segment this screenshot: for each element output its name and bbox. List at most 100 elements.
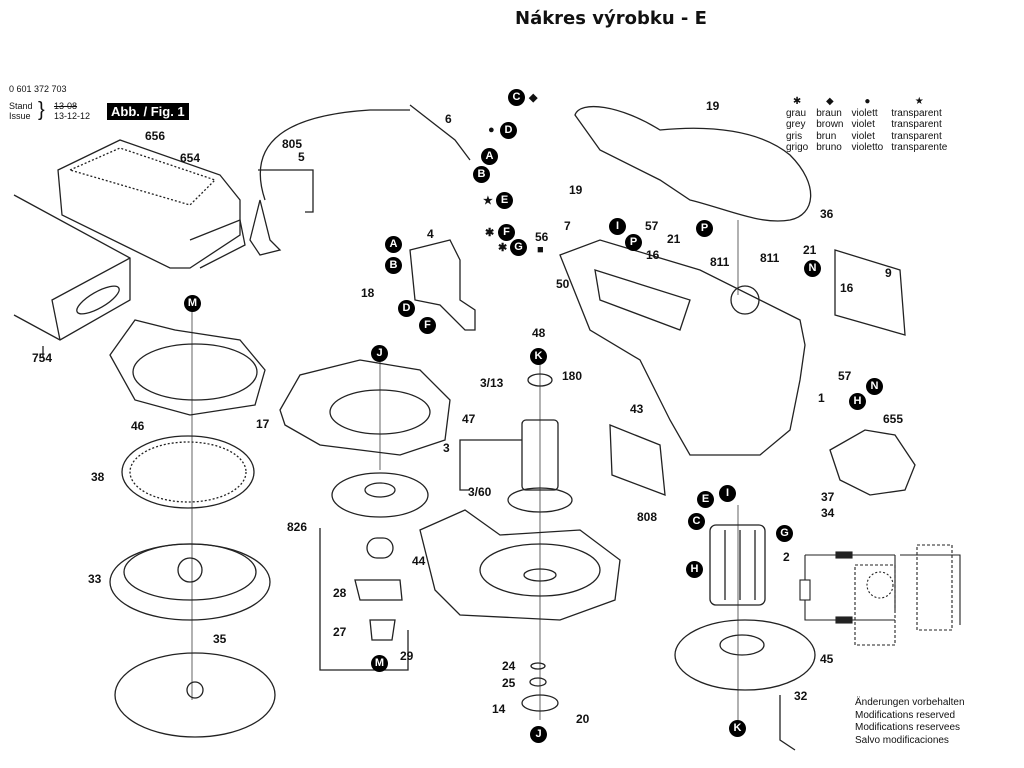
legend-symbol-violet: ● bbox=[864, 96, 871, 107]
connector-marker-M-bottom: M bbox=[371, 655, 388, 672]
motor-housing-drawing bbox=[559, 239, 806, 456]
connector-marker-D-switch: D bbox=[398, 300, 415, 317]
part-label-25: 25 bbox=[502, 676, 516, 690]
part-label-45: 45 bbox=[820, 652, 834, 666]
motor-plate-45 bbox=[674, 619, 816, 691]
part-label-47: 47 bbox=[462, 412, 476, 426]
part-label-57-top: 57 bbox=[645, 219, 659, 233]
part-label-32: 32 bbox=[794, 689, 808, 703]
connector-marker-J-bottom: J bbox=[530, 726, 547, 743]
handle-cover-drawing bbox=[574, 105, 812, 222]
part-label-811-right: 811 bbox=[760, 251, 780, 265]
part-label-34: 34 bbox=[821, 506, 835, 520]
part-label-38: 38 bbox=[91, 470, 105, 484]
part-label-180: 180 bbox=[562, 369, 583, 383]
issue-label: Issue bbox=[9, 111, 31, 121]
part-label-46: 46 bbox=[131, 419, 145, 433]
label-plate-9 bbox=[834, 249, 906, 336]
connector-marker-F: F bbox=[498, 224, 515, 241]
legend-cell: grey bbox=[786, 119, 806, 130]
part-label-3-13: 3/13 bbox=[480, 376, 504, 390]
switch-drawing bbox=[409, 239, 476, 331]
part-label-9: 9 bbox=[885, 266, 892, 280]
connector-marker-H-top: H bbox=[849, 393, 866, 410]
stand-issue-labels: Stand Issue bbox=[9, 101, 33, 121]
part-label-48: 48 bbox=[532, 326, 546, 340]
part-label-21-right: 21 bbox=[803, 243, 817, 257]
sanding-disc bbox=[114, 652, 276, 738]
connector-marker-I: I bbox=[609, 218, 626, 235]
connector-marker-D: D bbox=[500, 122, 517, 139]
part-label-656: 656 bbox=[145, 129, 166, 143]
dust-bag-drawing bbox=[13, 194, 131, 358]
connector-marker-N-top: N bbox=[804, 260, 821, 277]
page-title: Nákres výrobku - E bbox=[515, 8, 707, 29]
part-label-6: 6 bbox=[445, 112, 452, 126]
connector-marker-P-right: P bbox=[696, 220, 713, 237]
connector-marker-B-switch: B bbox=[385, 257, 402, 274]
brown-symbol: ◆ bbox=[529, 92, 538, 104]
part-label-18: 18 bbox=[361, 286, 375, 300]
connector-marker-H-field: H bbox=[686, 561, 703, 578]
connector-marker-E: E bbox=[496, 192, 513, 209]
part-label-14: 14 bbox=[492, 702, 506, 716]
part-label-19-mid: 19 bbox=[569, 183, 583, 197]
legend-cell: brun bbox=[816, 130, 837, 142]
legend-symbol-grey: ✱ bbox=[792, 96, 802, 107]
legend-cell: transparent bbox=[891, 107, 942, 119]
legend-cell: transparente bbox=[891, 142, 948, 153]
grey-symbol: ✱ bbox=[485, 227, 495, 239]
legend-cell: brown bbox=[816, 119, 844, 130]
legend-symbol-transparent: ★ bbox=[914, 96, 924, 107]
dust-box-drawing bbox=[57, 139, 246, 269]
wire-32 bbox=[779, 695, 796, 751]
label-plate-808 bbox=[609, 424, 666, 496]
part-label-56: 56 bbox=[535, 230, 549, 244]
part-label-57-right: 57 bbox=[838, 369, 852, 383]
legend-cell: violett bbox=[851, 107, 878, 119]
part-label-21-left: 21 bbox=[667, 232, 681, 246]
legend-cell: violet bbox=[851, 130, 875, 142]
modification-notes: Änderungen vorbehalten Modifications res… bbox=[855, 697, 965, 747]
legend-row: grey brown violet transparent bbox=[786, 119, 955, 131]
power-cord-drawing bbox=[249, 104, 471, 256]
legend-cell: violetto bbox=[851, 142, 884, 153]
part-label-2: 2 bbox=[783, 550, 790, 564]
color-legend: ✱ ◆ ● ★ grau braun violett transparent g… bbox=[786, 96, 955, 154]
part-label-808: 808 bbox=[637, 510, 658, 524]
note-line: Modifications reserved bbox=[855, 709, 956, 721]
part-number: 0 601 372 703 bbox=[9, 84, 67, 94]
part-label-43: 43 bbox=[630, 402, 644, 416]
connector-marker-N-bottom: N bbox=[866, 378, 883, 395]
part-label-20: 20 bbox=[576, 712, 590, 726]
new-date: 13-12-12 bbox=[54, 111, 91, 121]
note-line: Salvo modificaciones bbox=[855, 734, 949, 746]
field-coil-drawing bbox=[709, 524, 766, 606]
part-label-805: 805 bbox=[282, 137, 303, 151]
part-label-7: 7 bbox=[564, 219, 571, 233]
part-label-3: 3 bbox=[443, 441, 450, 455]
legend-row: grigo bruno violetto transparente bbox=[786, 142, 955, 154]
connector-marker-G-field: G bbox=[776, 525, 793, 542]
part-label-655: 655 bbox=[883, 412, 904, 426]
connector-marker-A-switch: A bbox=[385, 236, 402, 253]
legend-cell: transparent bbox=[891, 119, 942, 130]
dust-extraction-655 bbox=[829, 429, 916, 496]
connector-marker-B: B bbox=[473, 166, 490, 183]
connector-marker-K-bottom: K bbox=[729, 720, 746, 737]
part-label-16-right: 16 bbox=[840, 281, 854, 295]
part-label-826: 826 bbox=[287, 520, 308, 534]
legend-row: gris brun violet transparent bbox=[786, 131, 955, 143]
part-label-35: 35 bbox=[213, 632, 227, 646]
old-date: 13-08 bbox=[54, 101, 78, 111]
fan-cover-46 bbox=[109, 319, 266, 416]
legend-cell: grau bbox=[786, 107, 807, 119]
legend-cell: bruno bbox=[816, 142, 842, 153]
part-label-50: 50 bbox=[556, 277, 570, 291]
connector-marker-P-left: P bbox=[625, 234, 642, 251]
issue-dates: 13-08 13-12-12 bbox=[54, 101, 90, 121]
legend-cell: grigo bbox=[786, 142, 809, 153]
part-label-3-60: 3/60 bbox=[468, 485, 492, 499]
ring-38 bbox=[121, 435, 255, 509]
transparent-symbol: ★ bbox=[483, 195, 493, 207]
